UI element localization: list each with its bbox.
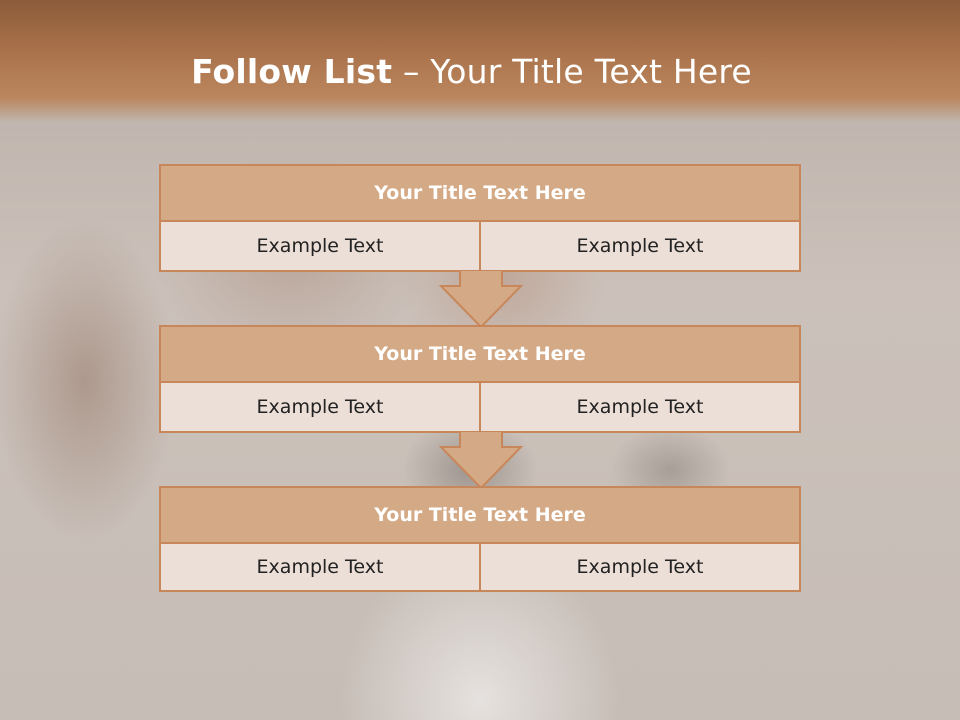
block-title: Your Title Text Here — [161, 327, 799, 383]
list-block-3: Your Title Text Here Example Text Exampl… — [159, 486, 801, 592]
block-cell-right: Example Text — [479, 222, 799, 270]
block-row: Example Text Example Text — [161, 383, 799, 431]
slide-title: Follow List – Your Title Text Here — [0, 52, 943, 91]
block-row: Example Text Example Text — [161, 544, 799, 590]
title-banner — [0, 0, 960, 122]
block-title: Your Title Text Here — [161, 166, 799, 222]
slide-title-rest: – Your Title Text Here — [392, 52, 752, 91]
down-arrow-icon — [439, 270, 523, 328]
block-cell-left: Example Text — [256, 235, 384, 257]
block-title: Your Title Text Here — [161, 488, 799, 544]
block-cell-right: Example Text — [479, 383, 799, 431]
block-cell-left: Example Text — [256, 396, 384, 418]
down-arrow-icon — [439, 431, 523, 489]
block-cell-right: Example Text — [479, 544, 799, 590]
slide-title-strong: Follow List — [191, 52, 393, 91]
block-row: Example Text Example Text — [161, 222, 799, 270]
list-block-1: Your Title Text Here Example Text Exampl… — [159, 164, 801, 272]
block-cell-left: Example Text — [256, 556, 384, 578]
list-block-2: Your Title Text Here Example Text Exampl… — [159, 325, 801, 433]
